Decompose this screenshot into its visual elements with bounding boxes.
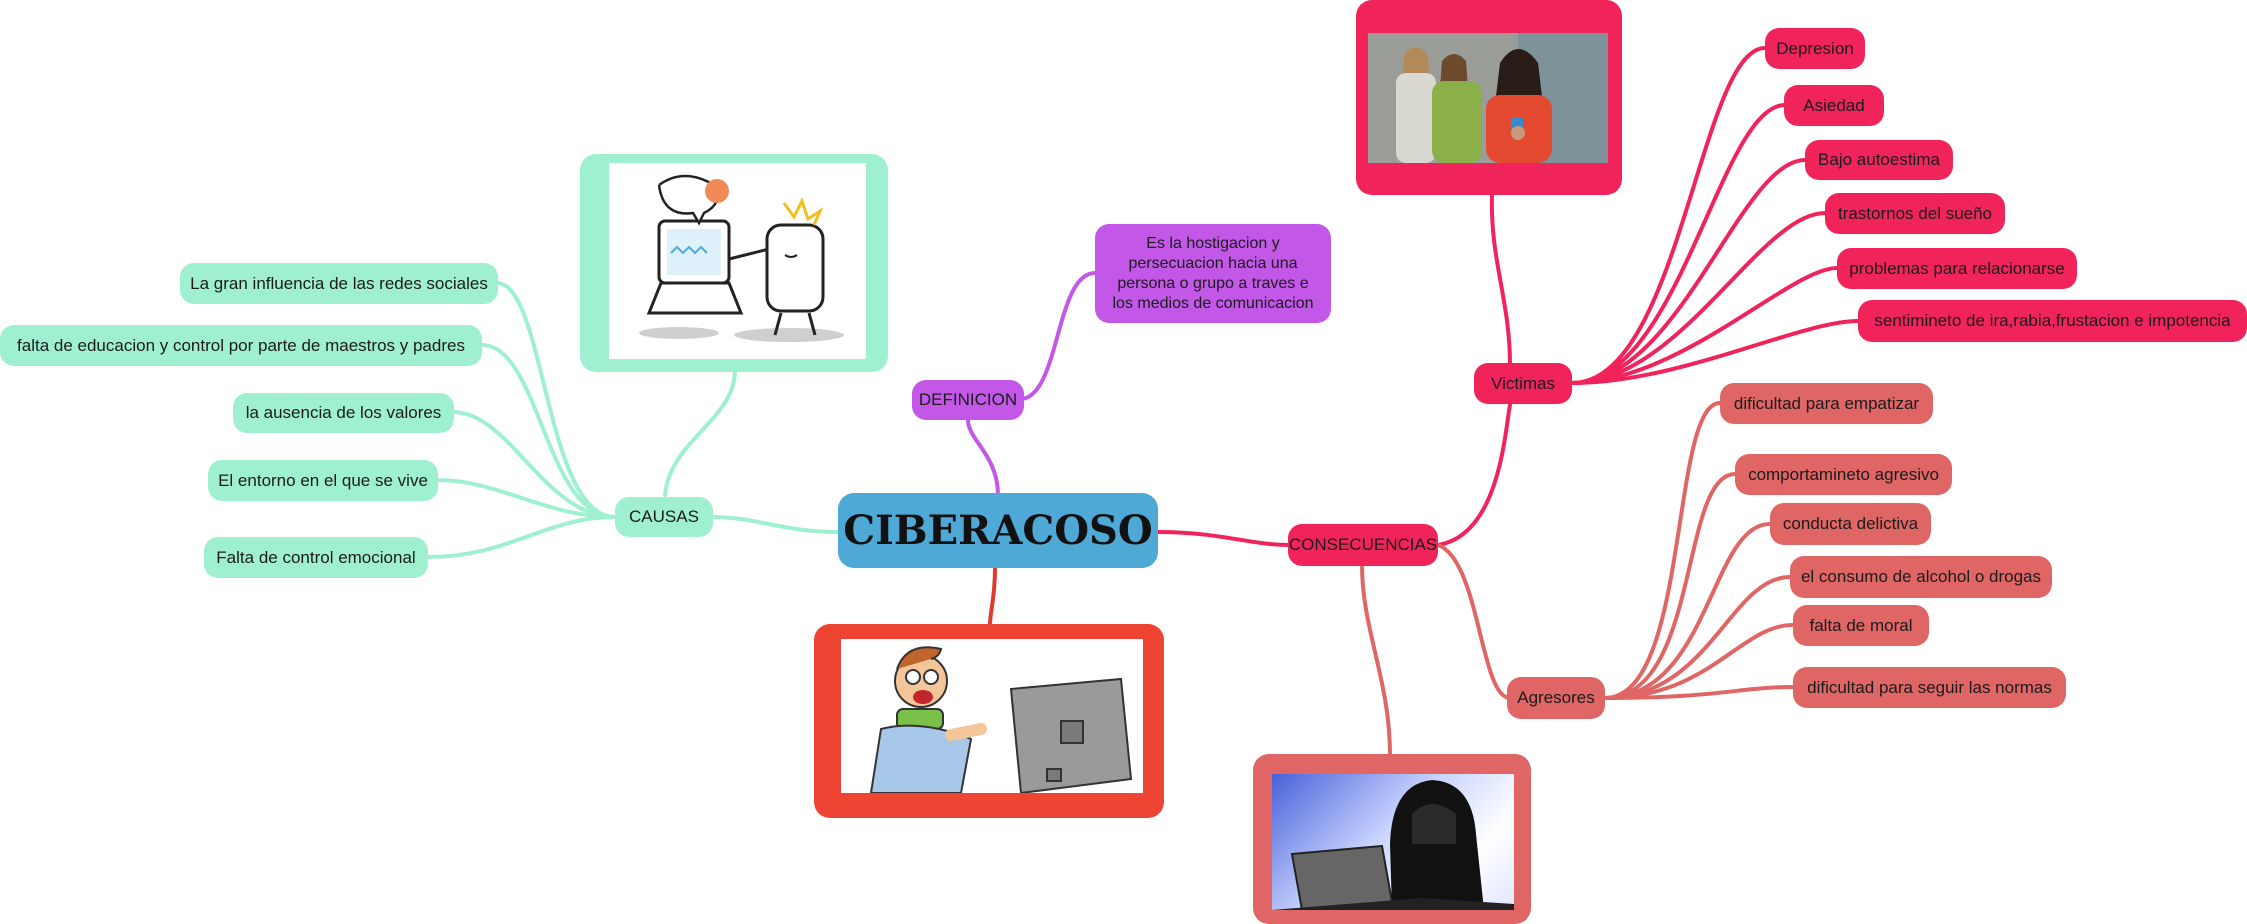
definicion-text-box[interactable]: Es la hostigacion y persecuacion hacia u…	[1095, 224, 1331, 323]
link-agresores-item-1	[1603, 401, 1722, 700]
link-victimas-item-5	[1570, 266, 1839, 385]
link-causas-item-5	[426, 515, 617, 559]
link-causas-item-1	[495, 281, 617, 519]
victimas-item[interactable]: trastornos del sueño	[1825, 193, 2005, 234]
victimas-item[interactable]: Depresion	[1765, 28, 1865, 69]
link-victimas-image	[1489, 193, 1512, 367]
link-agresores-item-3	[1603, 522, 1772, 700]
causas-item[interactable]: La gran influencia de las redes sociales	[180, 263, 498, 304]
link-agresores-item-6	[1603, 685, 1795, 700]
link-victimas-item-2	[1570, 103, 1787, 385]
victimas-item[interactable]: Asiedad	[1784, 85, 1884, 126]
link-causas-image	[663, 368, 737, 497]
hooded-person-laptop-image	[1272, 774, 1514, 910]
agresores-node[interactable]: Agresores	[1507, 677, 1605, 719]
link-victimas-item-6	[1570, 319, 1860, 385]
victimas-item[interactable]: sentimineto de ira,rabia,frustacion e im…	[1858, 300, 2247, 342]
definicion-node[interactable]: DEFINICION	[912, 380, 1024, 420]
link-consecuencias-agresores	[1436, 543, 1512, 700]
link-causas-item-3	[451, 410, 617, 519]
agresores-item[interactable]: el consumo de alcohol o drogas	[1790, 556, 2052, 598]
victimas-item[interactable]: Bajo autoestima	[1805, 140, 1953, 180]
link-agresores-item-5	[1603, 623, 1795, 700]
link-center-definicion	[966, 418, 1000, 497]
link-causas-item-4	[435, 478, 617, 519]
link-center-causas	[708, 515, 842, 534]
link-agresores-item-2	[1603, 472, 1737, 700]
causas-item[interactable]: El entorno en el que se vive	[208, 460, 438, 501]
link-consecuencias-victimas	[1436, 403, 1512, 547]
link-victimas-item-3	[1570, 158, 1807, 385]
cartoon-strangled-by-computer-image	[841, 639, 1143, 793]
causas-item[interactable]: Falta de control emocional	[204, 537, 428, 578]
agresores-item[interactable]: conducta delictiva	[1770, 503, 1931, 545]
victimas-node[interactable]: Victimas	[1474, 363, 1572, 404]
link-definicion-box	[1018, 271, 1097, 401]
agresores-item[interactable]: comportamineto agresivo	[1735, 454, 1952, 495]
cartoon-computer-argument-image	[609, 163, 866, 359]
link-victimas-item-4	[1570, 211, 1827, 385]
central-topic[interactable]: CIBERACOSO	[838, 493, 1158, 568]
link-agresores-item-4	[1603, 575, 1792, 700]
link-victimas-item-1	[1570, 46, 1767, 385]
link-consecuencias-image	[1360, 563, 1392, 757]
causas-node[interactable]: CAUSAS	[615, 497, 713, 537]
girls-with-phone-image	[1368, 33, 1608, 163]
link-center-consecuencias	[1156, 530, 1292, 547]
link-center-bottom-image	[988, 566, 997, 627]
victimas-item[interactable]: problemas para relacionarse	[1837, 248, 2077, 289]
agresores-item[interactable]: dificultad para seguir las normas	[1793, 667, 2066, 708]
agresores-item[interactable]: falta de moral	[1793, 605, 1929, 646]
consecuencias-node[interactable]: CONSECUENCIAS	[1288, 524, 1438, 566]
causas-item[interactable]: falta de educacion y control por parte d…	[0, 325, 482, 366]
agresores-item[interactable]: dificultad para empatizar	[1720, 383, 1933, 424]
link-causas-item-2	[480, 343, 617, 519]
causas-item[interactable]: la ausencia de los valores	[233, 393, 454, 433]
